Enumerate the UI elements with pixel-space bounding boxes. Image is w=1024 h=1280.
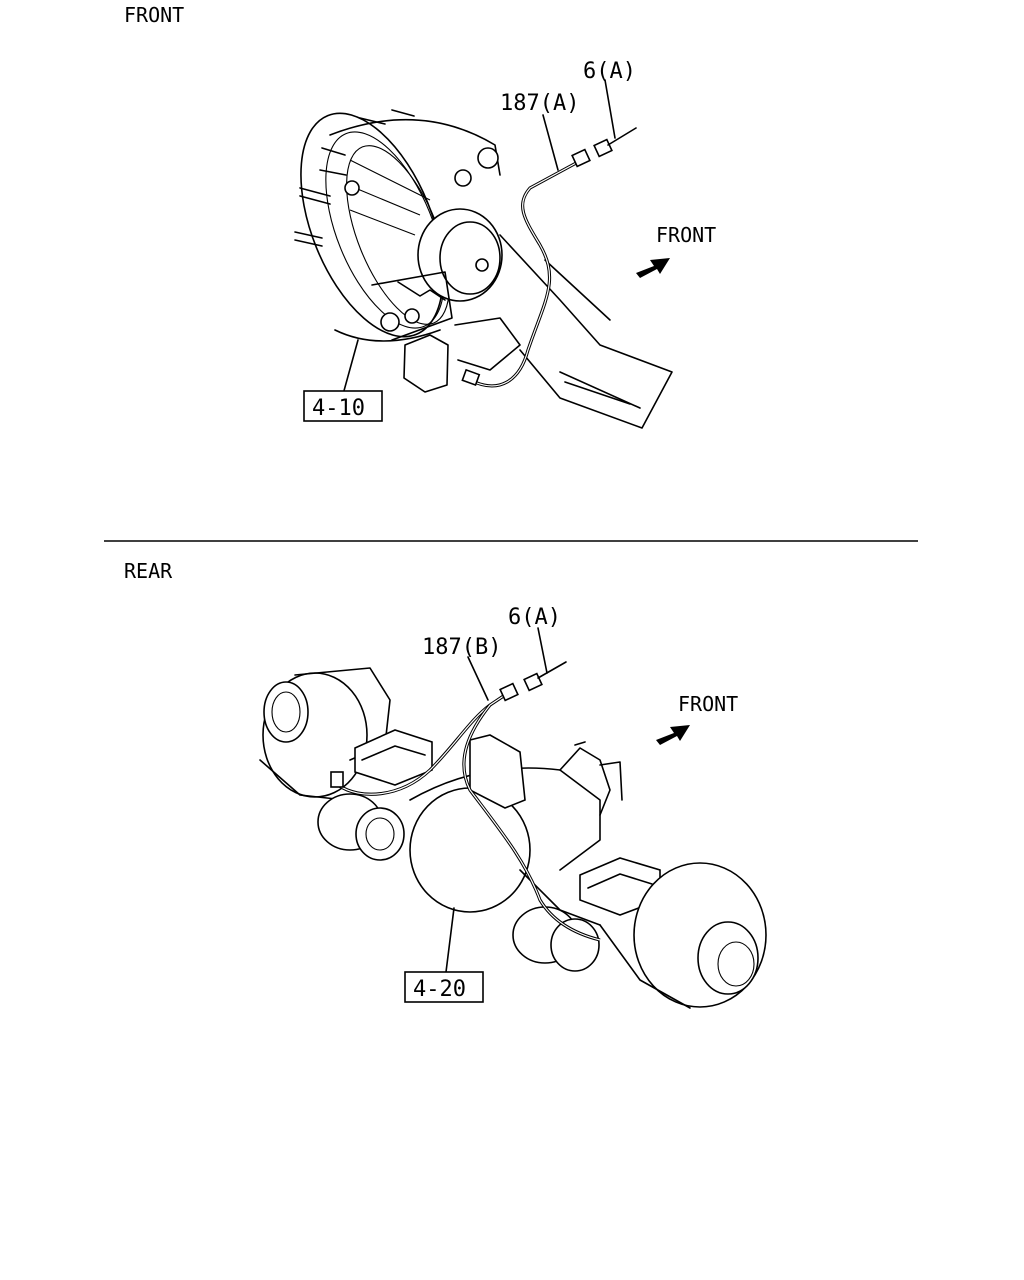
rear-harness-callout: 187(B) (422, 635, 501, 660)
front-section-title: FRONT (124, 3, 184, 27)
rear-section: REAR (124, 559, 767, 1009)
front-harness-leader (542, 114, 559, 171)
front-harness-callout: 187(A) (500, 91, 579, 116)
front-ref-box (303, 390, 383, 422)
front-section: FRONT (124, 3, 716, 429)
rear-ref-box (404, 971, 484, 1003)
rear-sensor-harness (330, 661, 601, 942)
front-ref-leader (341, 339, 359, 399)
front-direction-arrow-icon (636, 258, 670, 278)
rear-sensor-callout: 6(A) (508, 605, 561, 630)
rear-direction-arrow-icon (656, 725, 690, 745)
front-sensor-harness (397, 127, 637, 388)
rear-sensor-leader (537, 627, 548, 674)
front-ref-callout: 4-10 (312, 396, 365, 421)
front-sensor-leader (604, 79, 616, 139)
rear-ref-callout: 4-20 (413, 977, 466, 1002)
front-direction-label: FRONT (656, 223, 716, 247)
rear-harness-leader (467, 656, 489, 701)
rear-axle-drawing (259, 667, 767, 1009)
rear-direction-label: FRONT (678, 692, 738, 716)
front-axle-drawing (294, 109, 673, 429)
front-sensor-callout: 6(A) (583, 59, 636, 84)
rear-ref-leader (445, 907, 455, 973)
rear-section-title: REAR (124, 559, 173, 583)
